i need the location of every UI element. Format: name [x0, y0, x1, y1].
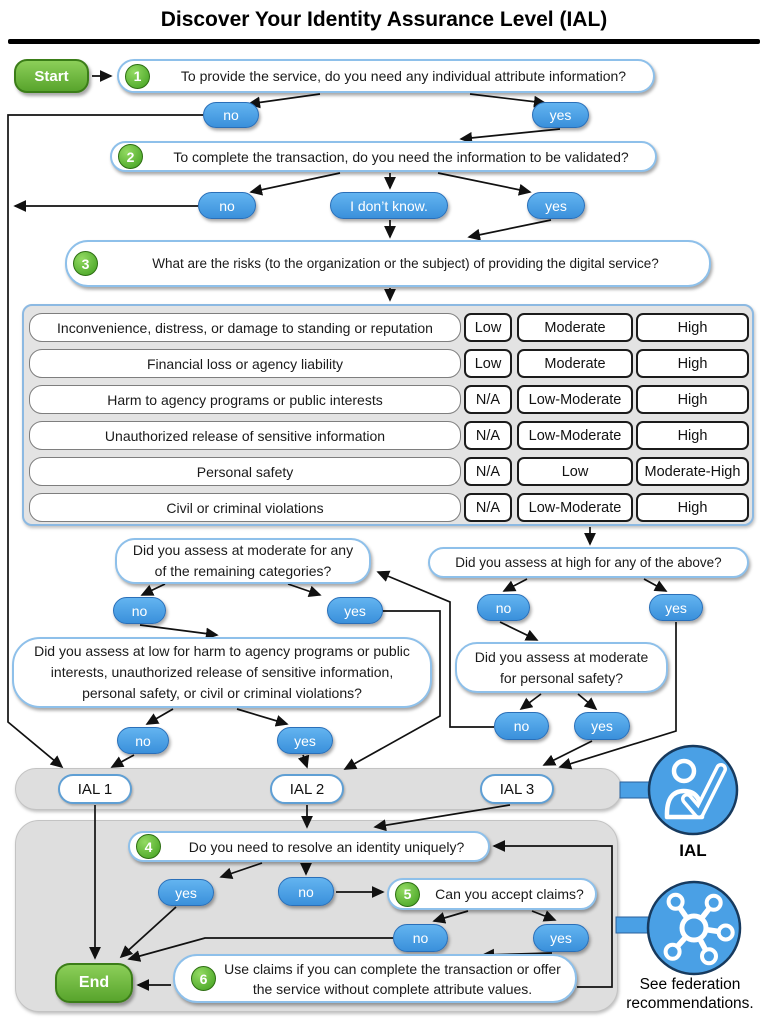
risk-cell: Low	[517, 457, 633, 486]
low-harm-yes-pill: yes	[277, 727, 333, 754]
page-title: Discover Your Identity Assurance Level (…	[160, 8, 608, 31]
question-3: 3 What are the risks (to the organizatio…	[65, 240, 711, 287]
low-harm-question: Did you assess at low for harm to agency…	[12, 637, 432, 708]
step-5-badge: 5	[395, 881, 420, 907]
moderate-any-question: Did you assess at moderate for any of th…	[115, 538, 371, 584]
moderate-safety-no-pill: no	[494, 712, 549, 740]
question-4: 4 Do you need to resolve an identity uni…	[128, 831, 490, 862]
federation-connector-bar	[615, 916, 653, 934]
step-3-badge: 3	[73, 251, 98, 276]
risk-row-label: Unauthorized release of sensitive inform…	[29, 421, 461, 450]
question-5: 5 Can you accept claims?	[387, 878, 597, 910]
step-4-badge: 4	[136, 834, 161, 859]
risk-cell: Moderate	[517, 349, 633, 378]
high-any-no-pill: no	[477, 594, 530, 621]
risk-cell: Moderate	[517, 313, 633, 342]
moderate-any-question-text: Did you assess at moderate for any of th…	[132, 542, 354, 579]
high-any-question-text: Did you assess at high for any of the ab…	[455, 555, 722, 570]
q4-yes-pill: yes	[158, 879, 214, 906]
high-any-question: Did you assess at high for any of the ab…	[428, 547, 749, 578]
risk-row-label: Financial loss or agency liability	[29, 349, 461, 378]
risk-row-label: Inconvenience, distress, or damage to st…	[29, 313, 461, 342]
question-5-text: Can you accept claims?	[435, 886, 584, 902]
end-node: End	[55, 963, 133, 1003]
risk-cell: High	[636, 421, 749, 450]
ial-legend-caption: IAL	[679, 841, 707, 860]
q1-no-pill: no	[203, 102, 259, 128]
risk-cell: High	[636, 385, 749, 414]
risk-row-label: Civil or criminal violations	[29, 493, 461, 522]
risk-cell: N/A	[464, 493, 512, 522]
risk-cell: High	[636, 349, 749, 378]
q5-yes-pill: yes	[533, 924, 589, 952]
question-3-text: What are the risks (to the organization …	[152, 256, 659, 271]
moderate-any-yes-pill: yes	[327, 597, 383, 624]
step-1-badge: 1	[125, 63, 150, 89]
risk-cell: High	[636, 493, 749, 522]
question-6-text: Use claims if you can complete the trans…	[224, 960, 561, 997]
ial-2-result: IAL 2	[270, 774, 344, 804]
federation-network-icon	[646, 880, 742, 976]
q4-no-pill: no	[278, 877, 334, 906]
q1-yes-pill: yes	[532, 102, 589, 128]
risk-cell: Low-Moderate	[517, 385, 633, 414]
q2-yes-pill: yes	[527, 192, 585, 219]
risk-cell: Low	[464, 349, 512, 378]
q2-dont-know-pill: I don’t know.	[330, 192, 448, 219]
risk-cell: Low-Moderate	[517, 421, 633, 450]
question-6: 6 Use claims if you can complete the tra…	[173, 954, 577, 1003]
risk-cell: N/A	[464, 421, 512, 450]
ial-person-check-icon	[647, 744, 739, 836]
risk-cell: Moderate-High	[636, 457, 749, 486]
risk-cell: Low	[464, 313, 512, 342]
risk-row-label: Harm to agency programs or public intere…	[29, 385, 461, 414]
start-node: Start	[14, 59, 89, 93]
step-6-badge: 6	[191, 966, 216, 991]
risk-cell: Low-Moderate	[517, 493, 633, 522]
risk-row-label: Personal safety	[29, 457, 461, 486]
question-2-text: To complete the transaction, do you need…	[173, 148, 629, 165]
q2-no-pill: no	[198, 192, 256, 219]
title-divider	[8, 39, 760, 44]
question-2: 2 To complete the transaction, do you ne…	[110, 141, 657, 172]
ial-3-result: IAL 3	[480, 774, 554, 804]
risk-cell: High	[636, 313, 749, 342]
moderate-any-no-pill: no	[113, 597, 166, 624]
high-any-yes-pill: yes	[649, 594, 703, 621]
moderate-safety-question-text: Did you assess at moderate for personal …	[474, 648, 649, 686]
q5-no-pill: no	[393, 924, 448, 952]
risk-cell: N/A	[464, 385, 512, 414]
question-1: 1 To provide the service, do you need an…	[117, 59, 655, 93]
low-harm-question-text: Did you assess at low for harm to agency…	[34, 643, 410, 701]
moderate-safety-question: Did you assess at moderate for personal …	[455, 642, 668, 693]
moderate-safety-yes-pill: yes	[574, 712, 630, 740]
risk-cell: N/A	[464, 457, 512, 486]
federation-legend-caption: See federation recommendations.	[626, 976, 754, 1012]
ial-1-result: IAL 1	[58, 774, 132, 804]
question-1-text: To provide the service, do you need any …	[180, 68, 627, 84]
step-2-badge: 2	[118, 144, 143, 169]
low-harm-no-pill: no	[117, 727, 169, 754]
question-4-text: Do you need to resolve an identity uniqu…	[188, 838, 465, 855]
